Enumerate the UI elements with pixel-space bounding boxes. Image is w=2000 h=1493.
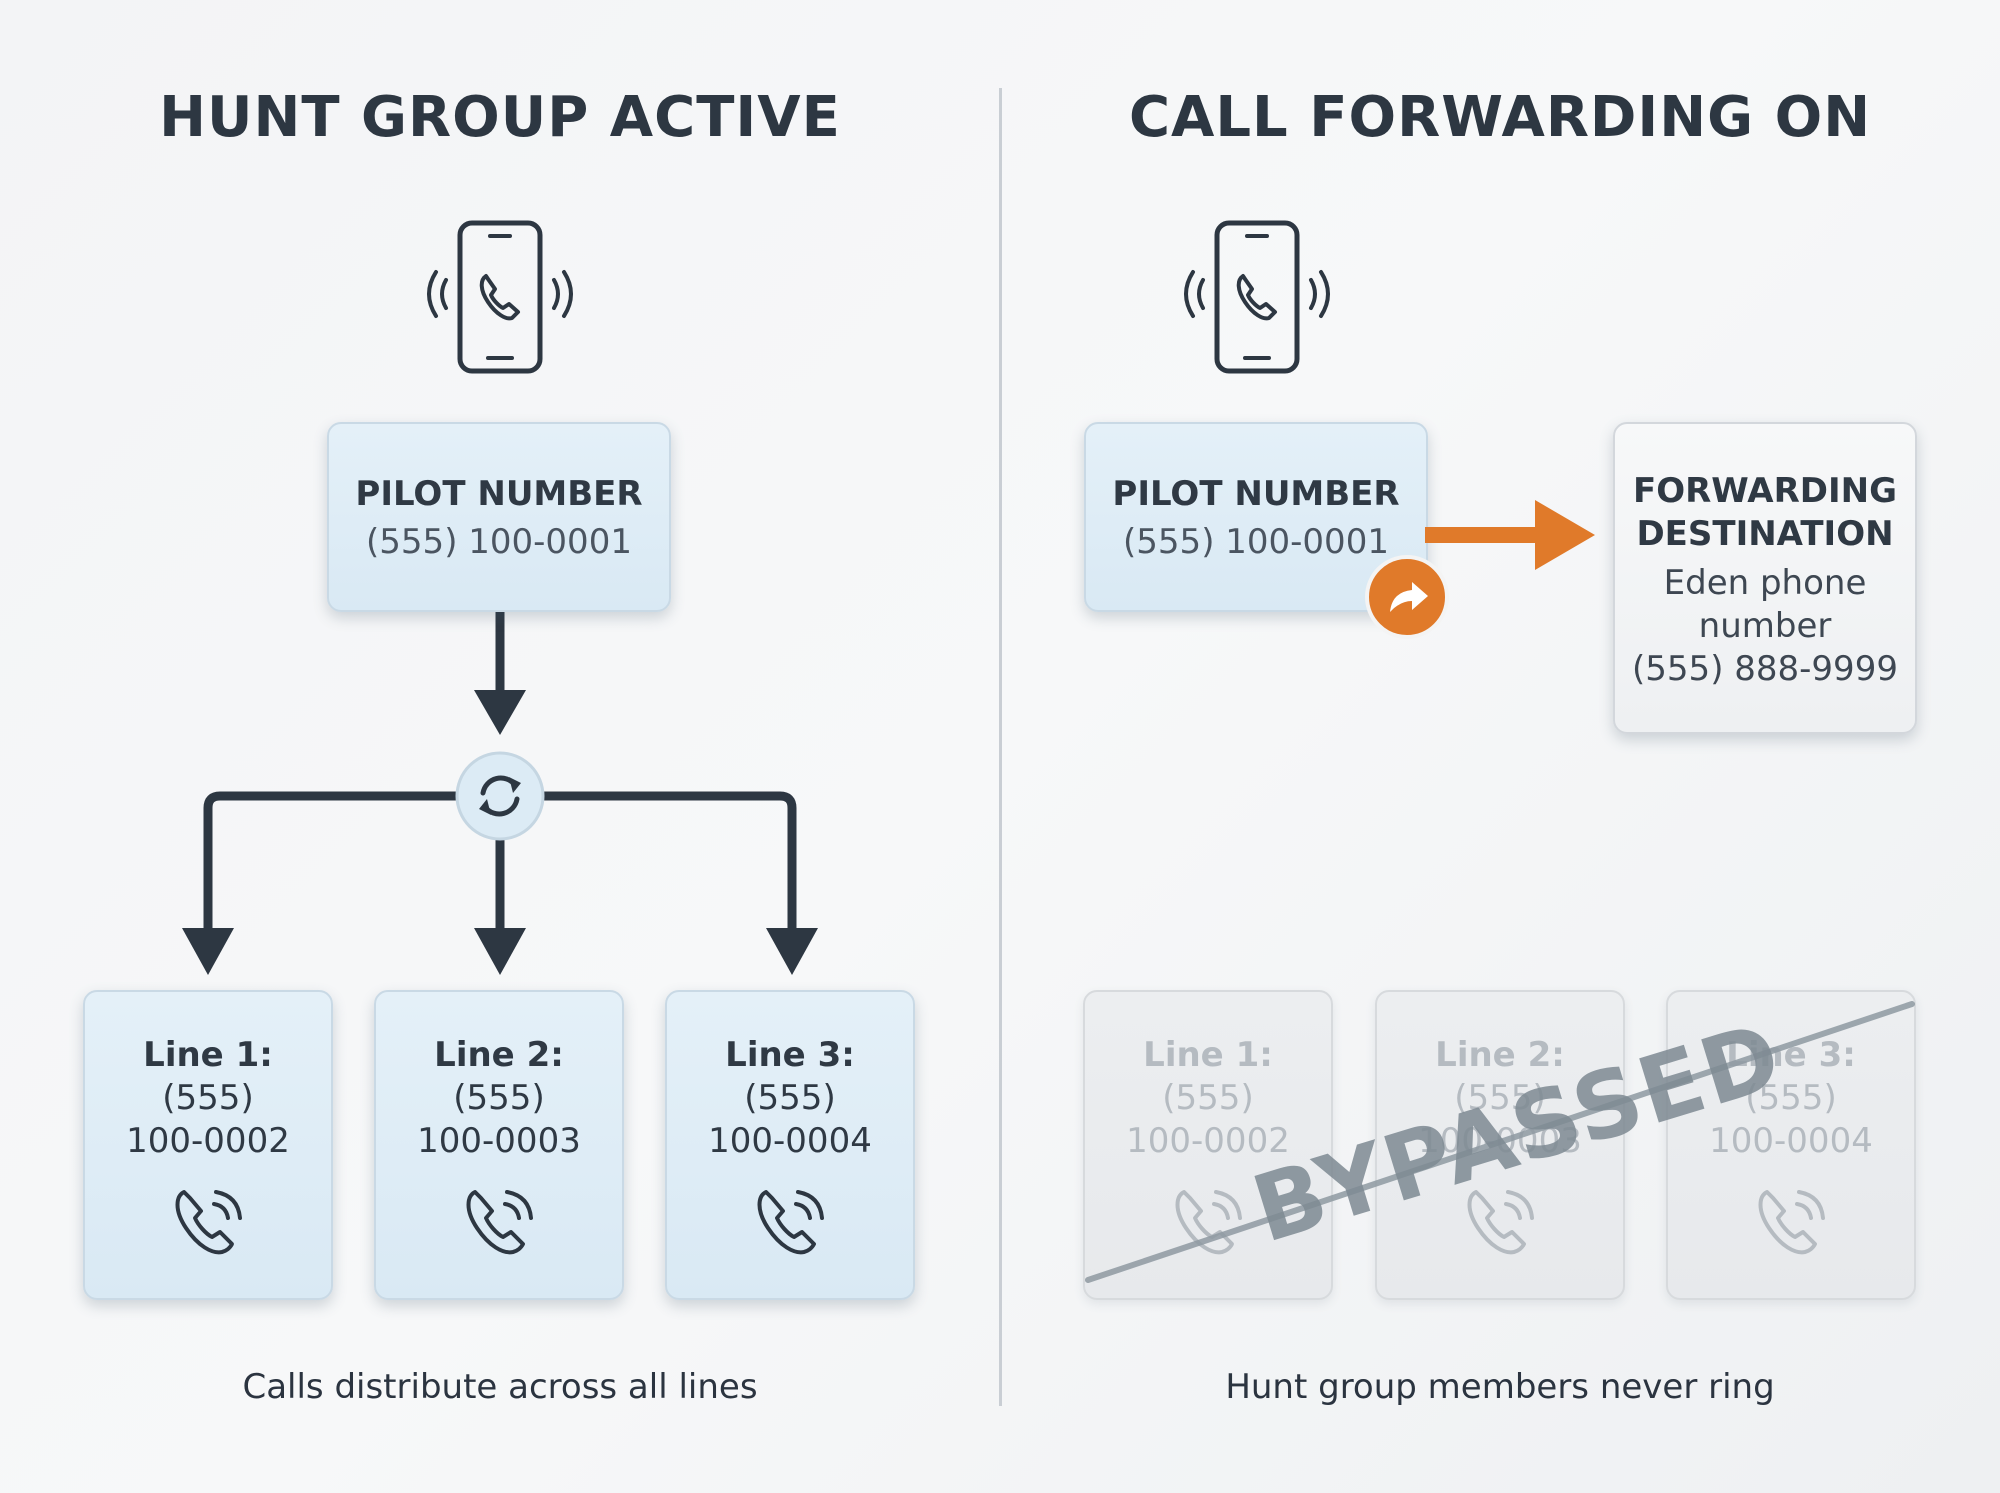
bypassed-line-card: Line 1: (555) 100-0002 <box>1083 990 1333 1300</box>
pilot-number-value: (555) 100-0001 <box>1123 522 1389 562</box>
line-number: 100-0004 <box>1709 1121 1873 1161</box>
bypassed-line-card: Line 3: (555) 100-0004 <box>1666 990 1916 1300</box>
line-number: 100-0002 <box>1126 1121 1290 1161</box>
hunt-distribution-arrows <box>182 612 818 975</box>
line-area-code: (555) <box>1162 1078 1254 1118</box>
line-label: Line 1: <box>1143 1035 1273 1075</box>
ringing-handset-icon <box>1467 1190 1534 1255</box>
bypass-strike-line <box>1085 1001 1915 1283</box>
line-label: Line 1: <box>143 1035 273 1075</box>
line-area-code: (555) <box>1454 1078 1546 1118</box>
forwarding-arrow <box>1425 500 1595 570</box>
hunt-group-caption: Calls distribute across all lines <box>242 1367 758 1407</box>
pilot-number-label: PILOT NUMBER <box>355 474 643 514</box>
line-area-code: (555) <box>744 1078 836 1118</box>
round-robin-icon <box>455 751 545 841</box>
panel-divider <box>999 88 1002 1406</box>
hunt-group-title: HUNT GROUP ACTIVE <box>159 85 841 150</box>
ringing-handset-icon <box>1175 1190 1242 1255</box>
ringing-handset-icon <box>175 1190 242 1255</box>
forwarding-destination-details: Eden phone number (555) 888-9999 <box>1615 562 1915 691</box>
hunt-line-card: Line 2: (555) 100-0003 <box>374 990 624 1300</box>
forwarding-destination-card: FORWARDING DESTINATION Eden phone number… <box>1613 422 1917 734</box>
ringing-handset-icon <box>466 1190 533 1255</box>
call-forwarding-title: CALL FORWARDING ON <box>1128 85 1872 150</box>
line-number: 100-0004 <box>708 1121 872 1161</box>
line-number: 100-0002 <box>126 1121 290 1161</box>
ringing-smartphone-icon <box>427 220 573 374</box>
ringing-smartphone-icon <box>1184 220 1330 374</box>
ringing-handset-icon <box>757 1190 824 1255</box>
pilot-number-label: PILOT NUMBER <box>1112 474 1400 514</box>
pilot-number-value: (555) 100-0001 <box>366 522 632 562</box>
line-area-code: (555) <box>453 1078 545 1118</box>
pilot-number-card: PILOT NUMBER (555) 100-0001 <box>327 422 671 612</box>
line-area-code: (555) <box>162 1078 254 1118</box>
line-label: Line 2: <box>1435 1035 1565 1075</box>
ringing-handset-icon <box>1758 1190 1825 1255</box>
line-area-code: (555) <box>1745 1078 1837 1118</box>
line-number: 100-0003 <box>417 1121 581 1161</box>
forward-icon <box>1365 555 1449 639</box>
line-label: Line 3: <box>725 1035 855 1075</box>
hunt-line-card: Line 3: (555) 100-0004 <box>665 990 915 1300</box>
destination-number: (555) 888-9999 <box>1632 649 1898 689</box>
call-forwarding-caption: Hunt group members never ring <box>1225 1367 1775 1407</box>
destination-name: Eden phone <box>1663 563 1867 603</box>
forwarding-destination-label: FORWARDING DESTINATION <box>1632 471 1897 554</box>
line-label: Line 2: <box>434 1035 564 1075</box>
destination-name: number <box>1698 606 1832 646</box>
hunt-line-card: Line 1: (555) 100-0002 <box>83 990 333 1300</box>
